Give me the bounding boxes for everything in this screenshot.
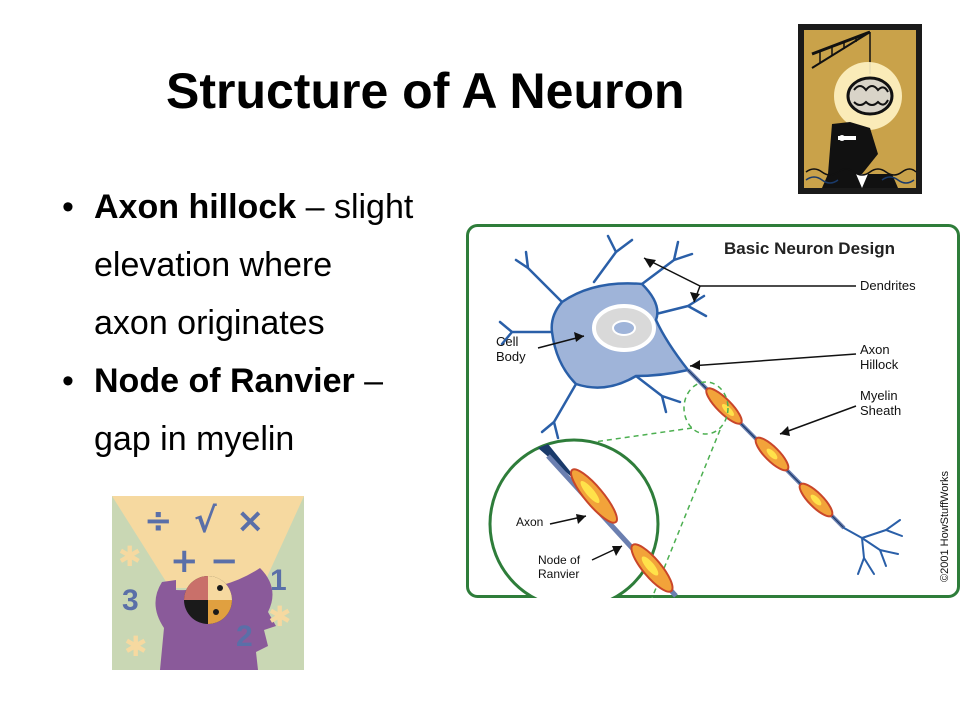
number-3: 3 [122,584,139,617]
root-symbol: √ [194,501,217,541]
minus-symbol: − [210,541,239,581]
bullet-term: Axon hillock [94,188,297,226]
svg-text:✱: ✱ [124,630,147,663]
plus-symbol: + [170,541,199,581]
label-node-1: Node of [538,553,581,567]
label-axon: Axon [516,515,543,529]
bullet-item-axon-hillock: • Axon hillock – slight [62,178,413,236]
label-axon-hillock-1: Axon [860,342,890,357]
bullet-separator: – [296,188,334,226]
slide-title: Structure of A Neuron [166,63,685,119]
number-1: 1 [270,564,287,597]
svg-text:✱: ✱ [118,540,141,573]
brain-crane-clipart [798,24,922,194]
asterisk-icon: ✱ ✱ ✱ [118,540,291,663]
label-cell-body-2: Body [496,349,526,364]
bullet-icon: • [62,362,74,400]
math-head-clipart: ÷ √ × + − 1 2 3 ✱ ✱ ✱ [112,496,304,670]
bullet-continuation: elevation where [94,246,333,284]
bullet-continuation: gap in myelin [94,420,295,458]
bullet-continuation: axon originates [94,304,325,342]
nucleus-shape [612,320,636,336]
label-dendrites: Dendrites [860,278,916,293]
bullet-text: slight [333,188,414,226]
person-silhouette-icon [822,122,898,188]
label-myelin-2: Sheath [860,403,901,418]
label-cell-body-1: Cell [496,334,519,349]
times-symbol: × [236,501,265,541]
diagram-copyright: ©2001 HowStuffWorks [939,470,951,582]
bullet-icon: • [62,188,74,226]
neuron-diagram: Basic Neuron Design [466,224,960,598]
label-myelin-1: Myelin [860,388,898,403]
label-node-2: Ranvier [538,567,579,581]
bullet-item-node-of-ranvier: • Node of Ranvier – [62,352,413,410]
bullet-separator: – [354,362,384,400]
brain-icon [846,76,894,116]
diagram-title: Basic Neuron Design [724,239,895,258]
bullet-list: • Axon hillock – slight elevation where a… [62,178,413,468]
dendrites-shape [498,234,708,440]
divide-symbol: ÷ [144,501,173,541]
number-2: 2 [236,620,253,653]
axon-terminal-shape [843,519,903,575]
bullet-term: Node of Ranvier [94,362,355,400]
arrowhead-icon [574,258,790,556]
label-pointer-lines [537,257,857,561]
svg-text:✱: ✱ [268,600,291,633]
label-axon-hillock-2: Hillock [860,357,899,372]
